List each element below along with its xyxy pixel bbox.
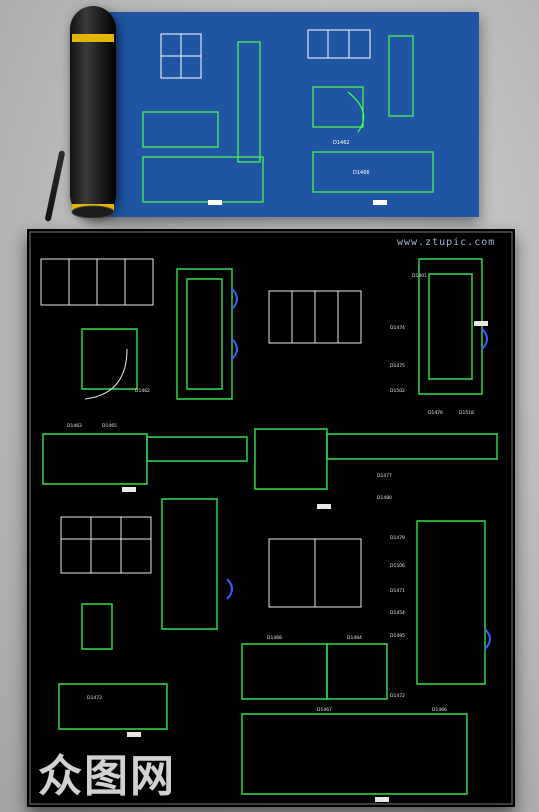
profile-label: D1474 — [390, 325, 405, 331]
profile-label: D1477 — [377, 473, 392, 479]
profile-label: D1462 — [135, 388, 150, 394]
profile-label: D1479 — [390, 535, 405, 541]
profile-label: D1475 — [390, 363, 405, 369]
profile-label: D1506 — [390, 563, 405, 569]
cad-drawing-sheet: D1401 D1474 D1475 D1502 D1462 D1463 D146… — [27, 229, 515, 807]
blueprint-sheet-image: D1462 D1466 — [103, 12, 479, 217]
profile-label: D1464 — [347, 635, 362, 641]
watermark-url: www.ztupic.com — [397, 237, 496, 248]
profile-label: D1466 — [432, 707, 447, 713]
paper-roll-image — [70, 6, 116, 219]
svg-text:D1462: D1462 — [333, 140, 350, 146]
watermark-logo: 众图网 — [38, 751, 176, 802]
profile-label: D1471 — [390, 588, 405, 594]
profile-label: D1454 — [390, 610, 405, 616]
profile-label: D1472 — [390, 693, 405, 699]
profile-label: D1476 — [428, 410, 443, 416]
profile-label: D1468 — [267, 635, 282, 641]
profile-label: D1473 — [87, 695, 102, 701]
profile-label: D1518 — [459, 410, 474, 416]
svg-text:D1466: D1466 — [353, 170, 370, 176]
profile-label: D1467 — [317, 707, 332, 713]
profile-label: D1401 — [412, 273, 427, 279]
profile-label: D1465 — [102, 423, 117, 429]
pen-image — [44, 150, 66, 222]
profile-label: D1502 — [390, 388, 405, 394]
profile-label: D1495 — [390, 633, 405, 639]
cad-drawing: D1401 D1474 D1475 D1502 D1462 D1463 D146… — [29, 231, 513, 805]
profile-label: D1480 — [377, 495, 392, 501]
profile-label: D1463 — [67, 423, 82, 429]
blueprint-drawing: D1462 D1466 — [142, 29, 434, 205]
